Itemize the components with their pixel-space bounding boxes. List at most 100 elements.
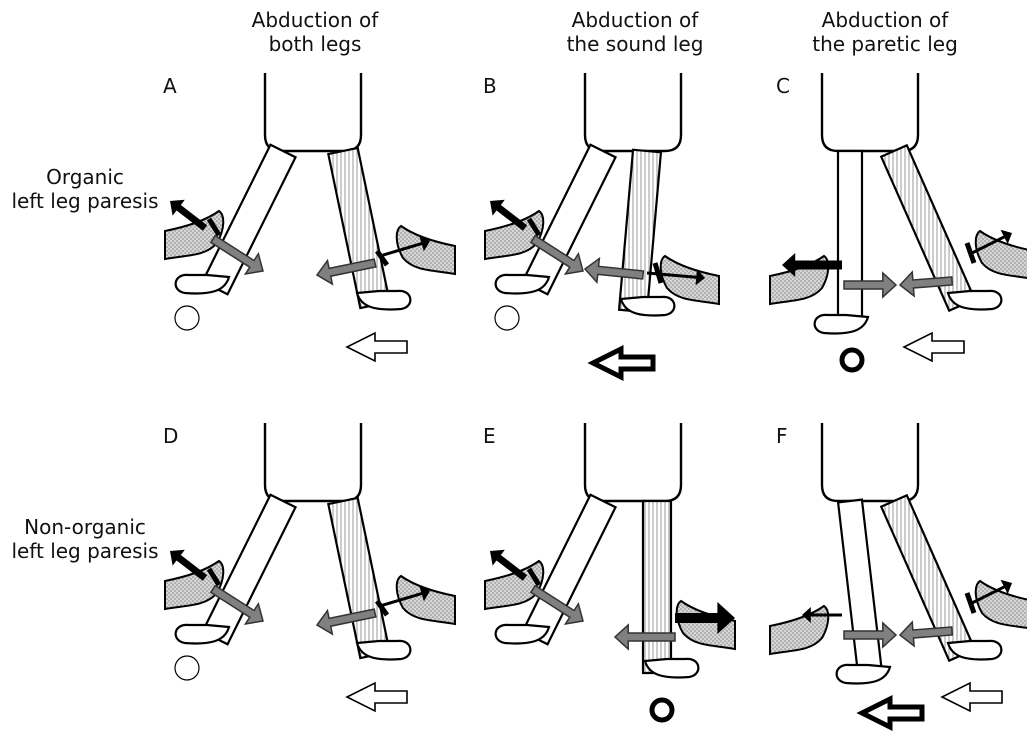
- resistance-arrow-black: [379, 585, 430, 608]
- force-arrow-gray: [898, 620, 954, 648]
- col-header-paretic-leg: Abduction of the paretic leg: [775, 8, 995, 56]
- examiner-left-hand: [769, 604, 830, 656]
- row-header-nonorganic: Non-organic left leg paresis: [5, 515, 165, 563]
- panel-d: [164, 423, 456, 713]
- hand-marker: [374, 599, 390, 617]
- sound-leg: [836, 149, 864, 325]
- force-arrow-gray: [209, 234, 264, 276]
- sound-foot: [494, 273, 551, 295]
- sound-leg: [200, 493, 298, 646]
- examiner-right-hand: [659, 254, 720, 306]
- resistance-arrow-black: [971, 229, 1012, 255]
- force-arrow-gray: [843, 271, 898, 299]
- trunk-shape: [820, 73, 920, 153]
- force-arrow-gray: [583, 256, 645, 285]
- indicator-circle-thin: [494, 305, 520, 331]
- paretic-leg: [641, 499, 673, 675]
- col-header-line2: the sound leg: [566, 32, 704, 56]
- indicator-circle-bold: [649, 697, 675, 723]
- indicator-circle-thin: [174, 305, 200, 331]
- col-header-both-legs: Abduction of both legs: [205, 8, 425, 56]
- trunk-shape: [583, 423, 683, 503]
- examiner-right-hand: [395, 224, 456, 276]
- paretic-foot: [355, 639, 412, 661]
- panel-letter-e: E: [483, 424, 496, 448]
- panel-letter-b: B: [483, 74, 497, 98]
- row-header-organic: Organic left leg paresis: [5, 165, 165, 213]
- resistance-arrow-black: [379, 235, 430, 258]
- resistance-arrow-black: [782, 253, 842, 277]
- resistance-arrow-black: [646, 269, 705, 286]
- trunk-shape: [820, 423, 920, 503]
- force-arrow-gray: [898, 270, 954, 298]
- row-header-line1: Organic: [46, 165, 124, 189]
- hand-marker: [374, 249, 390, 267]
- large-open-arrow: [940, 681, 1003, 713]
- examiner-right-hand: [974, 579, 1027, 629]
- sound-foot: [174, 273, 231, 295]
- hand-marker: [526, 217, 542, 237]
- panel-letter-c: C: [776, 74, 790, 98]
- sound-foot: [174, 623, 231, 645]
- sound-foot: [835, 663, 892, 685]
- force-arrow-gray: [613, 623, 676, 651]
- paretic-leg: [327, 496, 391, 660]
- sound-leg: [836, 498, 884, 676]
- col-header-sound-leg: Abduction of the sound leg: [525, 8, 745, 56]
- sound-foot: [813, 313, 870, 335]
- force-arrow-gray: [209, 584, 264, 626]
- panels-group: [164, 73, 1027, 732]
- row-header-line2: left leg paresis: [11, 539, 159, 563]
- panel-c: [769, 73, 1027, 373]
- panel-a: [164, 73, 456, 363]
- panel-letter-d: D: [163, 424, 179, 448]
- resistance-arrow-black: [675, 602, 735, 634]
- force-arrow-gray: [843, 621, 898, 649]
- paretic-foot: [355, 289, 412, 311]
- panel-letter-a: A: [163, 74, 177, 98]
- hand-marker: [964, 242, 977, 264]
- examiner-right-hand: [395, 574, 456, 626]
- trunk-shape: [583, 73, 683, 153]
- force-arrow-gray: [315, 258, 377, 286]
- hand-marker: [206, 217, 222, 237]
- panel-letter-f: F: [776, 424, 788, 448]
- large-open-arrow: [902, 331, 965, 363]
- resistance-arrow-black: [802, 607, 842, 623]
- resistance-arrow-black: [490, 199, 528, 231]
- paretic-foot: [946, 639, 1003, 661]
- force-arrow-gray: [315, 608, 377, 636]
- col-header-line1: Abduction of: [821, 8, 949, 32]
- row-header-line1: Non-organic: [24, 515, 146, 539]
- paretic-leg: [327, 146, 391, 310]
- paretic-foot: [946, 289, 1003, 311]
- large-open-arrow: [345, 331, 408, 363]
- paretic-foot: [643, 657, 700, 679]
- sound-leg: [200, 143, 298, 296]
- indicator-circle-bold: [839, 347, 865, 373]
- panel-e: [484, 423, 736, 723]
- col-header-line1: Abduction of: [251, 8, 379, 32]
- row-header-line2: left leg paresis: [11, 189, 159, 213]
- sound-foot: [494, 623, 551, 645]
- sound-leg: [520, 493, 618, 646]
- hand-marker: [964, 592, 977, 614]
- hand-marker: [652, 262, 664, 284]
- sound-leg: [520, 143, 618, 296]
- panel-f: [769, 423, 1027, 732]
- force-arrow-gray: [529, 234, 584, 276]
- resistance-arrow-black: [490, 549, 528, 581]
- paretic-leg: [617, 148, 663, 314]
- large-bold-arrow: [587, 344, 656, 382]
- indicator-circle-thin: [174, 655, 200, 681]
- col-header-line2: the paretic leg: [812, 32, 958, 56]
- paretic-foot: [619, 295, 676, 317]
- trunk-shape: [263, 73, 363, 153]
- col-header-line2: both legs: [268, 32, 362, 56]
- col-header-line1: Abduction of: [571, 8, 699, 32]
- resistance-arrow-black: [170, 549, 208, 581]
- hand-marker: [526, 567, 542, 587]
- panel-b: [484, 73, 720, 382]
- hand-marker: [206, 567, 222, 587]
